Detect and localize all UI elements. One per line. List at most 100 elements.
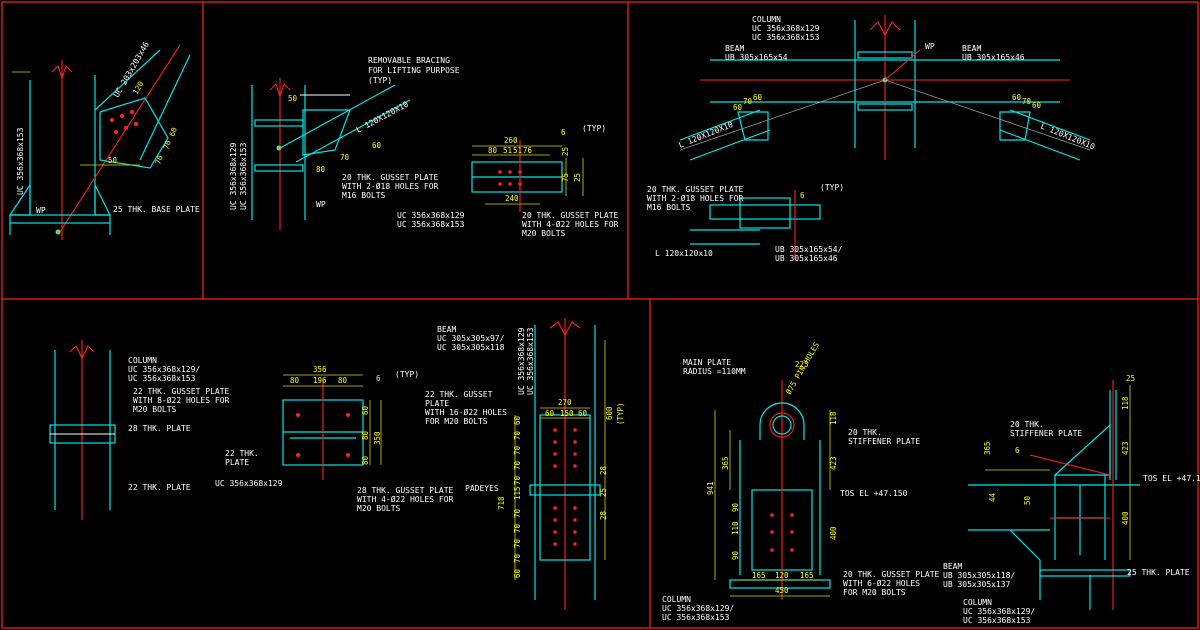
p2-dim-11: 25 xyxy=(573,173,582,182)
p2-typ: (TYP) xyxy=(582,124,606,133)
p3-column-1: COLUMN xyxy=(752,15,781,24)
p2-gusset-2: WITH 2-Ø18 HOLES FOR xyxy=(342,181,439,191)
p2-dim-3: 80 xyxy=(316,165,326,174)
p4-padeyes: PADEYES xyxy=(465,484,499,493)
p2-gusset-3: M16 BOLTS xyxy=(342,191,386,200)
p4-column-1: COLUMN xyxy=(128,356,157,365)
p5-dim-8: 400 xyxy=(829,526,838,540)
p2-wp: WP xyxy=(316,200,326,209)
p4-dim-top-3: 80 xyxy=(338,376,348,385)
p4-dim-r-6: 28 xyxy=(599,465,608,475)
p2-dim-12: 240 xyxy=(505,194,519,203)
p2-dim-4: 260 xyxy=(504,136,518,145)
p5-dim-5: 90 xyxy=(731,502,740,512)
panel-3-beam-column-detail: COLUMN UC 356x368x129 UC 356x368x153 BEA… xyxy=(647,15,1096,263)
p4-dim-top-2: 196 xyxy=(313,376,327,385)
p4-dim-r-16: 70 xyxy=(513,508,522,518)
p4-dim-r-0: 270 xyxy=(558,398,572,407)
p4-dim-r-14: 70 xyxy=(513,475,522,485)
p3-typ: (TYP) xyxy=(820,183,844,192)
p4-column-bottom: UC 356x368x129 xyxy=(215,479,283,488)
panel-5-lifting-lug-detail: MAIN PLATE RADIUS =110MM Ø75 PIN HOLES 2… xyxy=(662,340,940,622)
p1-column-label: UC 356x368x153 xyxy=(16,127,25,195)
p5-gusset-3: FOR M20 BOLTS xyxy=(843,588,906,597)
p4-weld: 6 xyxy=(376,374,381,383)
p1-dim-4: 70 xyxy=(161,139,173,151)
p3-gusset-1: 20 THK. GUSSET PLATE xyxy=(647,185,744,194)
p5-stiffener-2: STIFFENER PLATE xyxy=(848,437,920,446)
p3-dim-2: 60 xyxy=(753,93,763,102)
p3-angle-left: L 120X120X10 xyxy=(677,120,734,150)
p6-dim-6: 44 xyxy=(988,492,997,502)
p4-gusset-bottom-2: WITH 4-Ø22 HOLES FOR xyxy=(357,494,454,504)
p6-column-3: UC 356x368x153 xyxy=(963,616,1031,625)
p2-dim-2: 60 xyxy=(372,141,382,150)
p3-dim-0: 60 xyxy=(733,103,743,112)
p4-beam-1: BEAM xyxy=(437,325,456,334)
p4-dim-side-2: 80 xyxy=(361,430,370,440)
p4-dim-side-0: 60 xyxy=(361,405,370,415)
p1-dim-0: 50 xyxy=(108,156,118,165)
p6-column-2: UC 356x368x129/ xyxy=(963,607,1035,616)
p6-beam-3: UB 305x305x137 xyxy=(943,580,1011,589)
p4-dim-r-3: 60 xyxy=(578,409,588,418)
p4-dim-r-12: 70 xyxy=(513,445,522,455)
p3-gusset-3: M16 BOLTS xyxy=(647,203,691,212)
p3-angle-right: L 120X120X10 xyxy=(1039,122,1096,152)
p4-plate-28a: 28 THK. PLATE xyxy=(128,424,191,433)
p4-dim-r-10: 60 xyxy=(513,415,522,425)
p5-dim-11: 165 xyxy=(800,571,814,580)
p5-tos: TOS EL +47.150 xyxy=(840,489,908,498)
p5-dim-12: 450 xyxy=(775,586,789,595)
p3-weld: 6 xyxy=(800,191,805,200)
p6-base: 25 THK. PLATE xyxy=(1127,568,1190,577)
p4-plate-28b: 22 THK. PLATE xyxy=(128,483,191,492)
p5-stiffener-1: 20 THK. xyxy=(848,428,882,437)
p3-beam-left-1: BEAM xyxy=(725,44,744,53)
p2-column-2: UC 356x368x153 xyxy=(239,142,248,210)
p1-base-plate-label: 25 THK. BASE PLATE xyxy=(113,205,200,214)
p2-dim-9: 25 xyxy=(561,147,570,156)
p4-dim-r-20: 60 xyxy=(513,568,522,578)
p4-dim-side-1: 350 xyxy=(373,431,382,445)
p2-column-1: UC 356x368x129 xyxy=(229,142,238,210)
p4-dim-top-0: 356 xyxy=(313,365,327,374)
p4-column-2: UC 356x368x129/ xyxy=(128,365,200,374)
p2-column-note-2: UC 356x368x153 xyxy=(397,220,465,229)
p4-gusset-3: M20 BOLTS xyxy=(133,405,177,414)
p4-dim-r-19: 70 xyxy=(513,553,522,563)
p2-gusset2-3: M20 BOLTS xyxy=(522,229,566,238)
p4-column-right-2: UC 356x368x153 xyxy=(526,327,535,395)
p5-column-1: COLUMN xyxy=(662,595,691,604)
p5-gusset-2: WITH 6-Ø22 HOLES xyxy=(843,578,920,588)
p2-dim-8: 76 xyxy=(523,146,533,155)
p2-gusset-1: 20 THK. GUSSET PLATE xyxy=(342,173,439,182)
p2-bracing-note-3: (TYP) xyxy=(368,76,392,85)
p3-angle-bottom: L 120x120x10 xyxy=(655,249,713,258)
p4-dim-r-18: 70 xyxy=(513,538,522,548)
p4-gusset-bottom-3: M20 BOLTS xyxy=(357,504,401,513)
p6-beam-1: BEAM xyxy=(943,562,962,571)
p4-dim-r-9: 718 xyxy=(497,496,506,510)
p2-column-note-1: UC 356x368x129 xyxy=(397,211,465,220)
panel-4-splice-detail: COLUMN UC 356x368x129/ UC 356x368x153 22… xyxy=(49,318,625,610)
p4-gusset-2: WITH 8-Ø22 HOLES FOR xyxy=(133,395,230,405)
p6-beam-2: UB 305x305x118/ xyxy=(943,571,1015,580)
panel-2-bracing-detail: REMOVABLE BRACING FOR LIFTING PURPOSE (T… xyxy=(229,56,619,238)
p4-dim-top-1: 80 xyxy=(290,376,300,385)
p4-gusset-bottom-1: 28 THK. GUSSET PLATE xyxy=(357,486,454,495)
p1-wp-label: WP xyxy=(36,206,46,215)
p3-wp: WP xyxy=(925,42,935,51)
p4-dim-r-17: 70 xyxy=(513,523,522,533)
p2-gusset2-1: 20 THK. GUSSET PLATE xyxy=(522,211,619,220)
p5-main-plate-2: RADIUS =110MM xyxy=(683,367,746,376)
p5-dim-9: 165 xyxy=(752,571,766,580)
p3-column-3: UC 356x368x153 xyxy=(752,33,820,42)
p6-dim-5: 50 xyxy=(1023,495,1032,505)
p3-gusset-2: WITH 2-Ø18 HOLES FOR xyxy=(647,193,744,203)
p6-dim-0: 25 xyxy=(1126,374,1135,383)
p3-dim-4: 70 xyxy=(1022,97,1032,106)
p4-beam-3: UC 305x305x118 xyxy=(437,343,505,352)
p5-column-2: UC 356x368x129/ xyxy=(662,604,734,613)
